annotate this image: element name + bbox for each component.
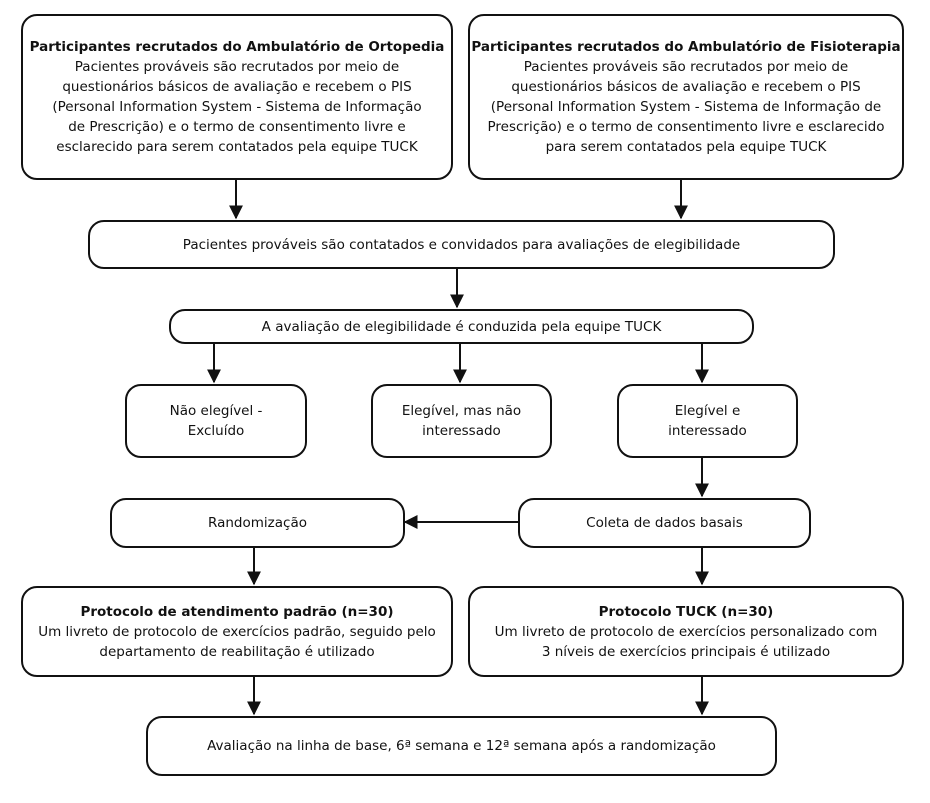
eligible-not-interested-box: Elegível, mas não interessado: [371, 384, 552, 458]
orthopedics-line-2: questionários básicos de avaliação e rec…: [62, 79, 412, 95]
eligible-interested-line-1: Elegível e: [674, 403, 741, 419]
eligible-interested-line-2: interessado: [668, 423, 747, 439]
tuck-protocol-box: Protocolo TUCK (n=30) Um livreto de prot…: [468, 586, 904, 677]
eligible-not-interested-line-1: Elegível, mas não: [401, 403, 522, 419]
standard-protocol-box: Protocolo de atendimento padrão (n=30) U…: [21, 586, 453, 677]
contacted-text: Pacientes prováveis são contatados e con…: [182, 236, 741, 253]
orthopedics-title: Participantes recrutados do Ambulatório …: [29, 39, 445, 55]
baseline-box: Coleta de dados basais: [518, 498, 811, 548]
physiotherapy-line-4: Prescrição) e o termo de consentimento l…: [487, 119, 885, 135]
not-eligible-line-1: Não elegível -: [169, 403, 263, 419]
physiotherapy-line-2: questionários básicos de avaliação e rec…: [511, 79, 861, 95]
orthopedics-recruitment-box: Participantes recrutados do Ambulatório …: [21, 14, 453, 180]
assessment-box: Avaliação na linha de base, 6ª semana e …: [146, 716, 777, 776]
randomization-text: Randomização: [208, 515, 307, 531]
randomization-box: Randomização: [110, 498, 405, 548]
standard-protocol-line-1: Um livreto de protocolo de exercícios pa…: [38, 623, 436, 640]
baseline-text: Coleta de dados basais: [586, 515, 743, 531]
tuck-protocol-title: Protocolo TUCK (n=30): [598, 603, 774, 620]
assessment-text: Avaliação na linha de base, 6ª semana e …: [207, 738, 716, 754]
tuck-protocol-line-2: 3 níveis de exercícios principais é util…: [541, 643, 831, 660]
physiotherapy-line-5: para serem contatados pela equipe TUCK: [545, 139, 827, 155]
eligible-not-interested-line-2: interessado: [422, 423, 501, 439]
eligibility-box: A avaliação de elegibilidade é conduzida…: [169, 309, 754, 344]
physiotherapy-recruitment-box: Participantes recrutados do Ambulatório …: [468, 14, 904, 180]
not-eligible-line-2: Excluído: [187, 423, 245, 439]
physiotherapy-line-1: Pacientes prováveis são recrutados por m…: [523, 59, 849, 75]
standard-protocol-title: Protocolo de atendimento padrão (n=30): [80, 603, 394, 620]
orthopedics-line-5: esclarecido para serem contatados pela e…: [56, 139, 418, 155]
contacted-box: Pacientes prováveis são contatados e con…: [88, 220, 835, 269]
tuck-protocol-line-1: Um livreto de protocolo de exercícios pe…: [494, 623, 878, 640]
standard-protocol-line-2: departamento de reabilitação é utilizado: [99, 643, 375, 660]
orthopedics-line-4: de Prescrição) e o termo de consentiment…: [68, 119, 406, 135]
orthopedics-line-1: Pacientes prováveis são recrutados por m…: [74, 59, 400, 75]
physiotherapy-line-3: (Personal Information System - Sistema d…: [490, 99, 882, 115]
not-eligible-box: Não elegível - Excluído: [125, 384, 307, 458]
eligibility-text: A avaliação de elegibilidade é conduzida…: [261, 318, 662, 335]
orthopedics-line-3: (Personal Information System - Sistema d…: [52, 99, 422, 115]
physiotherapy-title: Participantes recrutados do Ambulatório …: [471, 39, 901, 55]
eligible-interested-box: Elegível e interessado: [617, 384, 798, 458]
